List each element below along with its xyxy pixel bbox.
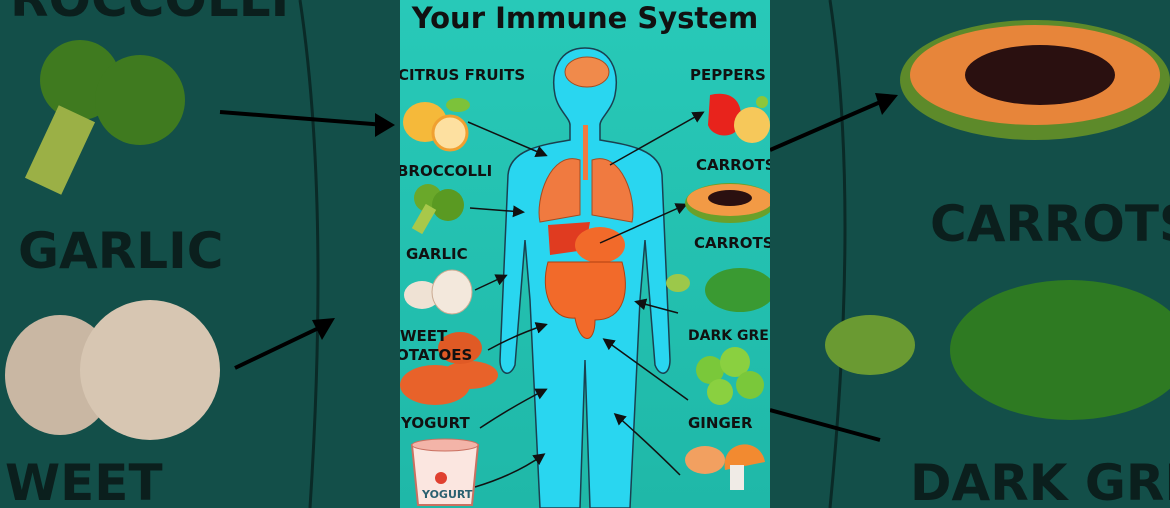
leafy-greens-icon — [825, 280, 1170, 420]
broccoli-icon — [411, 184, 464, 235]
papaya-icon — [900, 20, 1170, 140]
body-diagram — [400, 47, 770, 508]
label-yogurt: YOGURT — [401, 414, 470, 432]
peppers-icon — [708, 93, 770, 143]
dark-greens-icon — [696, 347, 764, 405]
bg-text: GARLIC — [18, 222, 224, 280]
immune-system-infographic: Your Immune System CITRUS FRUITS BROCCOL… — [400, 0, 770, 508]
label-carrots-2: CARROTS — [694, 234, 770, 252]
label-carrots-1: CARROTS — [696, 156, 770, 174]
blurred-background-right: CARROTS DARK GREE — [770, 0, 1170, 508]
lungs-icon — [538, 158, 634, 223]
label-broccoli: BROCCOLLI — [400, 162, 493, 180]
leafy-greens-icon — [666, 268, 770, 312]
intestines-icon — [544, 261, 626, 339]
label-garlic: GARLIC — [406, 245, 468, 263]
blurred-background-left: ROCCOLLI GARLIC WEET — [0, 0, 400, 508]
ginger-mushroom-icon — [685, 444, 765, 490]
background-illustration-left — [5, 0, 395, 508]
label-dark-greens: DARK GREE — [688, 328, 770, 344]
yogurt-cup-text: YOGURT — [422, 488, 473, 501]
label-sweet-potatoes-2: OTATOES — [400, 346, 473, 364]
bg-text: CARROTS — [930, 195, 1170, 253]
stomach-icon — [575, 227, 625, 263]
sweet-potatoes-icon — [400, 332, 498, 405]
yogurt-icon — [410, 438, 480, 506]
brain-icon — [564, 56, 610, 88]
label-citrus-fruits: CITRUS FRUITS — [400, 66, 526, 84]
garlic-icon — [5, 300, 220, 440]
bg-text: ROCCOLLI — [10, 0, 289, 24]
papaya-icon — [685, 183, 770, 223]
citrus-icon — [403, 98, 470, 152]
broccoli-icon — [24, 40, 185, 195]
label-ginger: GINGER — [688, 414, 753, 432]
label-sweet-potatoes-1: WEET — [400, 327, 448, 345]
bg-text: WEET — [5, 454, 163, 508]
bg-text: DARK GREE — [910, 454, 1170, 508]
page-title: Your Immune System — [411, 1, 759, 35]
background-illustration-right — [770, 0, 1170, 508]
label-peppers: PEPPERS — [690, 66, 766, 84]
garlic-icon — [404, 269, 473, 315]
